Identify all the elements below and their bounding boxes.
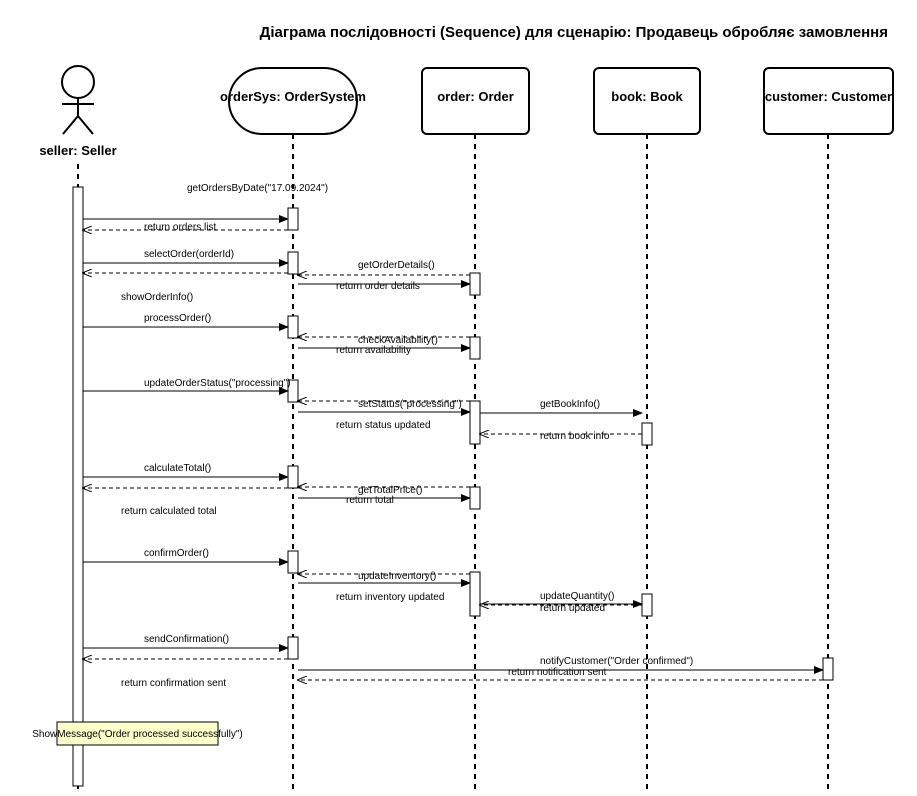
message-label: return availability (336, 345, 411, 356)
note-label: ShowMessage("Order processed successfull… (32, 729, 243, 740)
participant-label-order: order: Order (437, 89, 514, 104)
message-label: return notification sent (508, 667, 607, 678)
message-label: return order details (336, 281, 420, 292)
message-label: return confirmation sent (121, 678, 226, 689)
message-label: setStatus("processing") (358, 399, 462, 410)
activation-order (469, 336, 481, 360)
message-label: getOrderDetails() (358, 260, 435, 271)
message-label: getBookInfo() (540, 399, 600, 410)
diagram-title: Діаграма послідовності (Sequence) для сц… (260, 24, 888, 41)
message-label: notifyCustomer("Order confirmed") (540, 656, 693, 667)
message-label: sendConfirmation() (144, 634, 229, 645)
message-label: processOrder() (144, 313, 211, 324)
message-label: calculateTotal() (144, 463, 211, 474)
message-label: showOrderInfo() (121, 292, 193, 303)
participant-ordersys: orderSys: OrderSystem (220, 67, 366, 135)
message-label: return total (346, 495, 394, 506)
message-label: return updated (540, 603, 605, 614)
activation-ordersys (287, 636, 299, 660)
message-label: checkAvailability() (358, 335, 438, 346)
message-label: updateQuantity() (540, 591, 615, 602)
note-box (56, 721, 219, 746)
participant-label-book: book: Book (611, 89, 683, 104)
participant-order: order: Order (421, 67, 530, 135)
activation-ordersys (287, 207, 299, 231)
message-label: getOrdersByDate("17.09.2024") (187, 183, 328, 194)
participant-customer: customer: Customer (763, 67, 894, 135)
activation-customer (822, 657, 834, 681)
activation-order (469, 571, 481, 617)
note-show-message: ShowMessage("Order processed successfull… (32, 721, 243, 746)
actor-head-icon (61, 65, 95, 99)
activation-ordersys (287, 550, 299, 574)
message-label: return calculated total (121, 506, 217, 517)
message-label: selectOrder(orderId) (144, 249, 234, 260)
message-label: updateInventory() (358, 571, 436, 582)
message-label: getTotalPrice() (358, 485, 422, 496)
activation-ordersys (287, 465, 299, 489)
participant-label-seller: seller: Seller (39, 143, 116, 158)
message-label: return inventory updated (336, 592, 444, 603)
activation-book (641, 593, 653, 617)
activation-order (469, 486, 481, 510)
activation-book (641, 422, 653, 446)
messages: getOrdersByDate("17.09.2024") return orde… (83, 183, 824, 689)
activation-order (469, 272, 481, 296)
participant-book: book: Book (593, 67, 701, 135)
message-label: return status updated (336, 420, 431, 431)
activation-seller (72, 186, 84, 787)
participant-label-ordersys: orderSys: OrderSystem (220, 89, 366, 104)
activation-ordersys (287, 251, 299, 275)
activation-ordersys (287, 315, 299, 339)
message-label: return orders list (144, 222, 216, 233)
participant-label-customer: customer: Customer (765, 89, 892, 104)
message-label: updateOrderStatus("processing") (144, 378, 291, 389)
activation-order (469, 400, 481, 445)
message-label: confirmOrder() (144, 548, 209, 559)
seller-actor: seller: Seller (39, 65, 117, 158)
message-label: return book info (540, 431, 610, 442)
